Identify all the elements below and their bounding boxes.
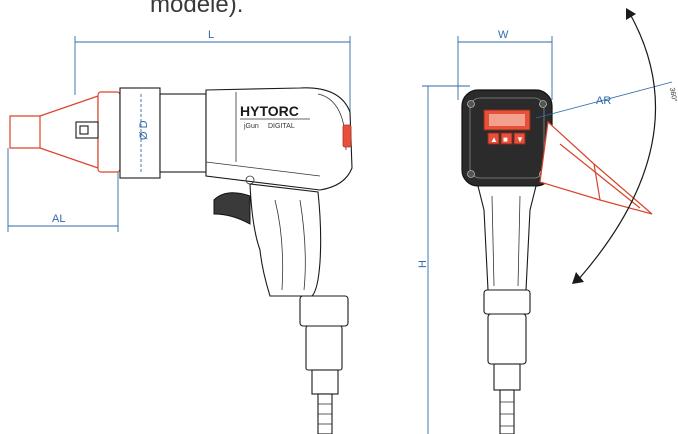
- dimension-al: AL: [7, 148, 119, 232]
- model-digital: DIGITAL: [268, 123, 295, 130]
- handle: [249, 183, 322, 297]
- reaction-arm: [539, 120, 653, 215]
- dimension-l-label: L: [208, 29, 214, 41]
- trigger: [213, 192, 251, 225]
- model-jgun: jGun: [243, 123, 259, 130]
- svg-text:■: ■: [503, 135, 508, 144]
- dimension-h-label: H: [417, 260, 429, 268]
- brand-logo: HYTORC: [240, 103, 299, 119]
- svg-text:▼: ▼: [516, 135, 524, 144]
- display-button-down: ▼: [513, 132, 526, 145]
- dimension-d-label: Ø D: [138, 120, 150, 140]
- side-view: L AL Ø D HYTORC jGun DIGITAL: [7, 29, 353, 434]
- caption-fragment: modele).: [150, 0, 243, 18]
- dimension-h: H: [417, 85, 470, 434]
- dimension-al-label: AL: [52, 213, 65, 225]
- rotation-label: 360°: [668, 87, 678, 103]
- front-coupling: [483, 289, 531, 315]
- rotation-arc: 360°: [572, 8, 678, 284]
- display-button-up: ▲: [487, 132, 500, 145]
- dimension-w-label: W: [498, 29, 509, 41]
- dimension-ar-label: AR: [596, 95, 611, 107]
- motor-body: [205, 87, 353, 191]
- dimension-l: L: [74, 29, 351, 115]
- side-button: [342, 124, 352, 148]
- front-view: W H ▲ ■ ▼: [417, 8, 678, 434]
- dimension-ar: AR: [535, 81, 673, 119]
- front-handle: [477, 185, 537, 291]
- display-button-enter: ■: [500, 132, 513, 145]
- svg-text:▲: ▲: [490, 135, 498, 144]
- dimension-w: W: [457, 29, 553, 100]
- air-coupling: [299, 295, 349, 327]
